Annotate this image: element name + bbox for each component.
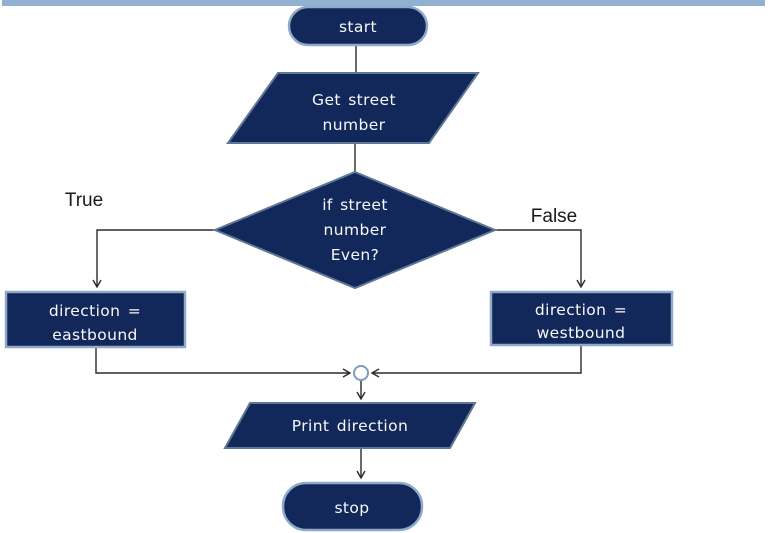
eastbound-line1: direction =	[49, 302, 141, 320]
stop-node-label: stop	[334, 499, 369, 517]
eastbound-shape	[4, 290, 187, 349]
stop-node-shape	[281, 481, 424, 532]
get-street-number-line2: number	[323, 116, 386, 134]
connector-eastbound-to-junction	[95, 347, 352, 378]
westbound-process-node: direction = westbound	[489, 290, 674, 347]
merge-junction	[353, 365, 369, 381]
westbound-line2: westbound	[537, 324, 626, 342]
false-branch-label: False	[531, 206, 577, 227]
eastbound-process-node: direction = eastbound	[4, 290, 187, 349]
connector-westbound-to-junction	[370, 345, 582, 378]
start-node-label: start	[339, 18, 377, 36]
print-direction-node: Print direction	[223, 402, 477, 449]
start-node: start	[287, 5, 429, 47]
eastbound-line2: eastbound	[52, 326, 138, 344]
true-branch-label: True	[65, 190, 103, 211]
connector-false-branch	[495, 229, 586, 289]
get-street-number-node: Get street number	[226, 72, 480, 144]
print-direction-label: Print direction	[292, 417, 409, 435]
westbound-shape	[489, 290, 674, 347]
print-direction-shape	[223, 402, 477, 449]
decision-shape	[212, 170, 498, 290]
decision-line1: if street	[322, 196, 388, 214]
connector-true-branch	[92, 229, 215, 289]
decision-line2: number	[324, 221, 387, 239]
get-street-number-shape	[226, 72, 480, 144]
westbound-line1: direction =	[535, 301, 627, 319]
top-accent-bar	[2, 0, 765, 6]
get-street-number-line1: Get street	[312, 91, 396, 109]
stop-node: stop	[281, 481, 424, 532]
decision-node: if street number Even?	[212, 170, 498, 290]
start-node-shape	[287, 5, 429, 47]
decision-line3: Even?	[331, 246, 380, 264]
